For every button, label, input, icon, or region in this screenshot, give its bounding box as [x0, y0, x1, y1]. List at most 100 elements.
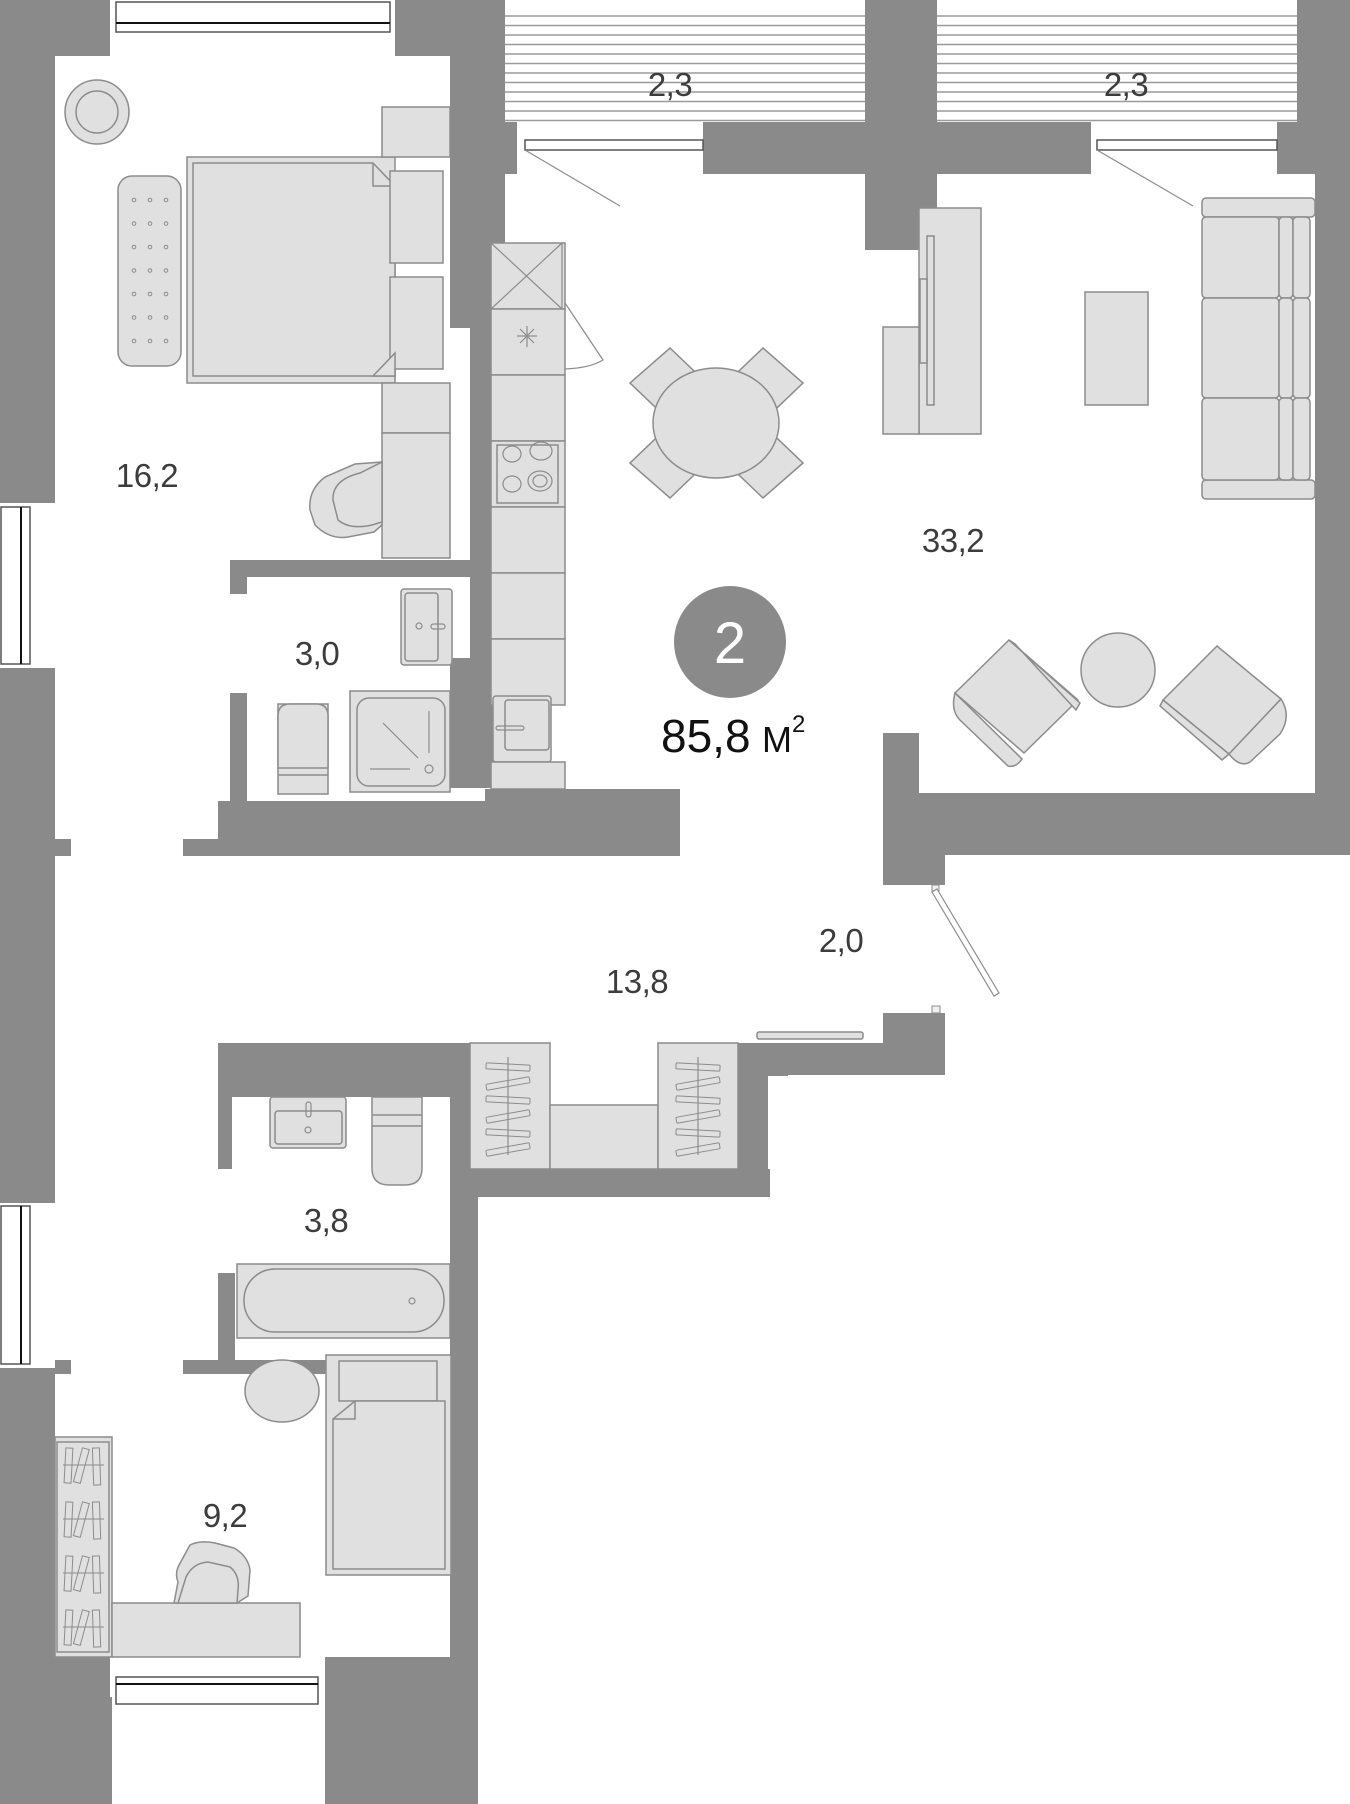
entrance-door-icon[interactable]	[931, 884, 1000, 1014]
window-child-bottom[interactable]	[110, 1657, 325, 1705]
bathtub-icon[interactable]	[236, 1263, 451, 1339]
bench-dot	[163, 268, 169, 273]
kitchen-cabinet	[490, 761, 566, 790]
bedroom-furniture	[64, 79, 451, 559]
kitchen-counter-wall	[485, 789, 680, 801]
window-icon	[0, 506, 31, 665]
book	[91, 1609, 102, 1648]
bench-dot	[131, 338, 137, 344]
balcony-right[interactable]	[937, 0, 1297, 122]
kitchen-sink-icon[interactable]	[490, 638, 566, 763]
hanger	[675, 1142, 721, 1157]
wall-shower-left	[230, 693, 247, 803]
shower-room-furniture	[277, 588, 453, 795]
living-room-furniture	[882, 197, 1316, 768]
book	[72, 1609, 90, 1647]
book	[72, 1447, 90, 1485]
sink-icon	[400, 588, 453, 666]
window-balcony-right[interactable]	[1091, 122, 1278, 207]
wall-bedroom-shower	[230, 560, 470, 577]
bench-dot	[147, 338, 153, 344]
bench-dot	[163, 315, 169, 320]
balcony-right-floor	[937, 0, 1297, 122]
kitchen-furniture	[485, 242, 680, 801]
wall-shower-door-stub	[230, 560, 247, 594]
window-left-upper[interactable]	[0, 503, 55, 668]
window-icon	[1096, 139, 1278, 151]
balcony-left[interactable]	[505, 0, 865, 122]
wall-living-stub	[883, 733, 919, 795]
wall-child-stub-left	[55, 1360, 71, 1374]
round-rug-icon	[64, 79, 130, 145]
bench-dot	[147, 221, 153, 226]
bench-dot	[131, 315, 137, 320]
fridge-icon[interactable]	[490, 242, 566, 310]
total-area-unit: М	[762, 719, 792, 760]
room-label-balcony-right: 2,3	[1104, 66, 1148, 103]
bench-dot	[163, 197, 169, 203]
wall-balcony-right-lower	[883, 122, 1091, 174]
child-room-furniture	[54, 1354, 452, 1658]
total-area: 85,8 М 2	[661, 710, 805, 762]
coffee-table-icon	[1084, 291, 1149, 406]
room-label-living-kitchen: 33,2	[922, 522, 984, 559]
rooms-count: 2	[714, 611, 746, 676]
hanger	[675, 1076, 721, 1091]
single-bed-icon[interactable]	[325, 1354, 452, 1576]
room-label-hallway: 13,8	[606, 963, 668, 1000]
side-table-icon	[1080, 632, 1156, 708]
toilet-icon[interactable]	[277, 703, 329, 795]
wall-shower-bottom	[218, 801, 680, 856]
toilet-icon[interactable]	[371, 1096, 423, 1186]
bench-dot	[163, 221, 169, 226]
round-rug-icon	[244, 1359, 320, 1423]
tv-unit-icon	[882, 207, 982, 435]
bench-dot	[131, 291, 137, 297]
wall-shower-right	[450, 658, 470, 788]
coat-rack-icon	[469, 1042, 551, 1170]
kitchen-cabinet	[490, 506, 566, 574]
armchair-icon	[952, 638, 1081, 768]
sink-icon	[269, 1096, 347, 1149]
sofa-icon[interactable]	[1201, 197, 1316, 500]
bench-dot	[147, 268, 153, 273]
bench-dot	[131, 221, 137, 226]
book	[91, 1447, 102, 1486]
wall-entrance-upper	[883, 793, 945, 885]
kitchen-cabinet	[490, 572, 566, 640]
window-icon	[115, 1, 391, 33]
hanger	[675, 1062, 721, 1072]
hanger	[485, 1128, 531, 1138]
armchair-icon	[1159, 644, 1287, 765]
window-icon	[524, 139, 704, 151]
stove-icon[interactable]	[490, 440, 566, 508]
balcony-right-decking	[937, 15, 1297, 122]
window-icon	[115, 1676, 319, 1705]
window-bedroom-top[interactable]	[110, 1, 395, 56]
wall-corridor-stub-right	[183, 839, 219, 856]
window-left-lower[interactable]	[0, 1203, 55, 1368]
bench-icon	[549, 1104, 659, 1170]
shower-tray-icon[interactable]	[349, 690, 451, 793]
bench-dot	[163, 338, 169, 344]
book	[63, 1501, 74, 1538]
wall-bathroom-top	[218, 1043, 470, 1097]
wall-bottom-right	[325, 1657, 478, 1804]
window-balcony-left[interactable]	[517, 122, 704, 207]
total-area-unit-power: 2	[792, 711, 805, 738]
window-icon	[0, 1205, 31, 1365]
hanger	[485, 1109, 531, 1124]
dining-table-icon[interactable]	[628, 346, 805, 500]
bench-dot	[131, 268, 137, 273]
wall-entrance-lower-bar	[768, 1043, 945, 1075]
book	[63, 1447, 74, 1484]
office-chair-icon	[173, 1541, 251, 1604]
room-label-balcony-left: 2,3	[648, 66, 692, 103]
total-area-value: 85,8	[661, 710, 751, 762]
coat-rack-icon	[657, 1042, 739, 1170]
bed-icon[interactable]	[186, 156, 396, 384]
bench-dot	[147, 244, 153, 250]
door-swing-line	[1096, 149, 1194, 207]
balcony-left-decking	[505, 15, 865, 122]
room-label-bedroom: 16,2	[116, 457, 178, 494]
